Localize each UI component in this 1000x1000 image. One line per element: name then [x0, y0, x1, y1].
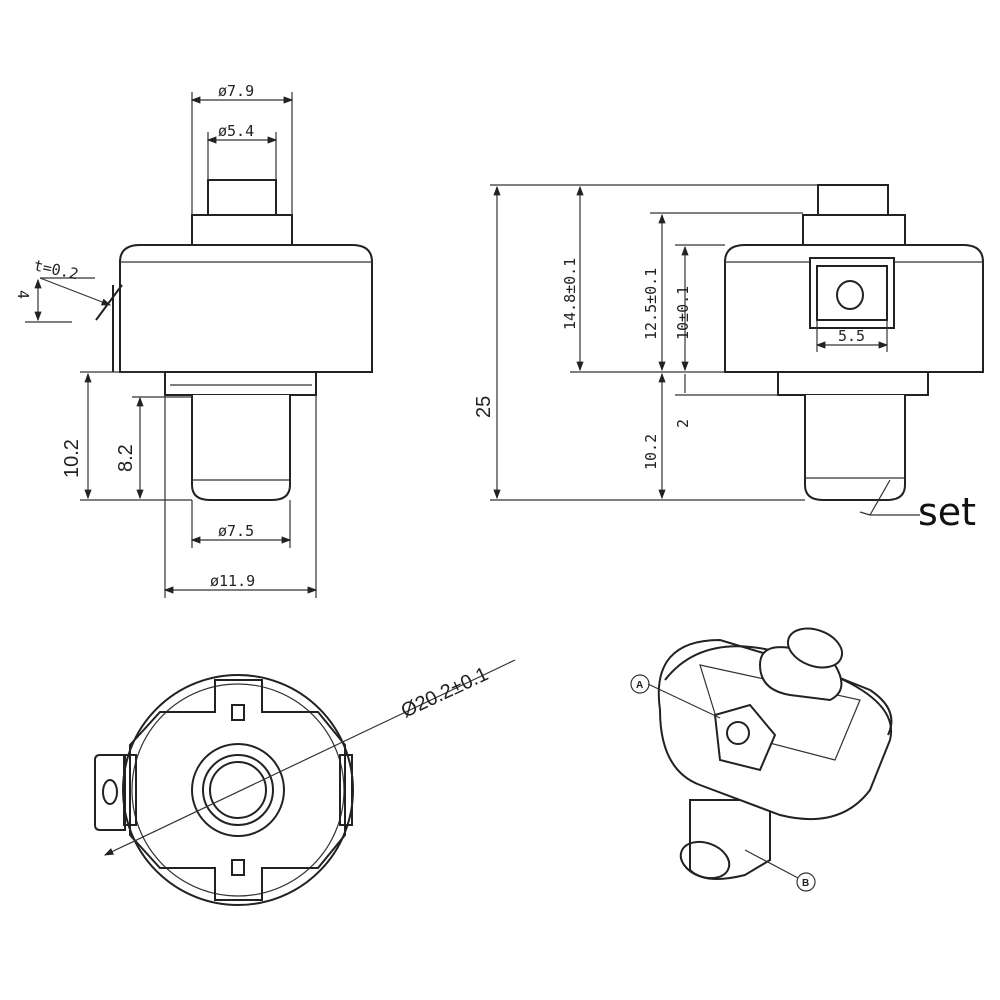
dim-flange-dia: ø11.9: [210, 572, 255, 590]
bottom-view: Ø20.2±0.1: [94, 659, 516, 906]
dim-h1: 14.8±0.1: [561, 258, 579, 330]
front-view: ø7.9 ø5.4 t=0.2 4 10.2 8.2 ø7.5 ø11.9: [14, 82, 373, 598]
isometric-view: A B: [630, 627, 893, 892]
side-view: set 25 14.8±0.1 12.5±0.1 10±0.1 10.2 2 5…: [473, 184, 984, 534]
label-b: B: [802, 878, 809, 889]
dim-h2: 12.5±0.1: [642, 268, 660, 340]
dim-thickness: t=0.2: [32, 256, 80, 283]
dim-window-width: 5.5: [838, 327, 865, 345]
dim-shaft-straight: 8.2: [115, 444, 137, 472]
dim-diameter: Ø20.2±0.1: [398, 663, 492, 722]
dim-total-height: 25: [473, 396, 495, 418]
dim-top-outer: ø7.9: [218, 82, 254, 100]
dim-flange-side: 2: [674, 419, 692, 428]
dim-shaft-dia: ø7.5: [218, 522, 254, 540]
dim-tab-height: 4: [14, 290, 32, 299]
dim-shaft-length: 10.2: [61, 439, 83, 478]
dim-top-inner: ø5.4: [218, 122, 254, 140]
callout-set: set: [918, 490, 976, 534]
dim-h3: 10±0.1: [674, 286, 692, 340]
label-a: A: [636, 680, 643, 691]
dim-shaft-length-side: 10.2: [642, 434, 660, 470]
